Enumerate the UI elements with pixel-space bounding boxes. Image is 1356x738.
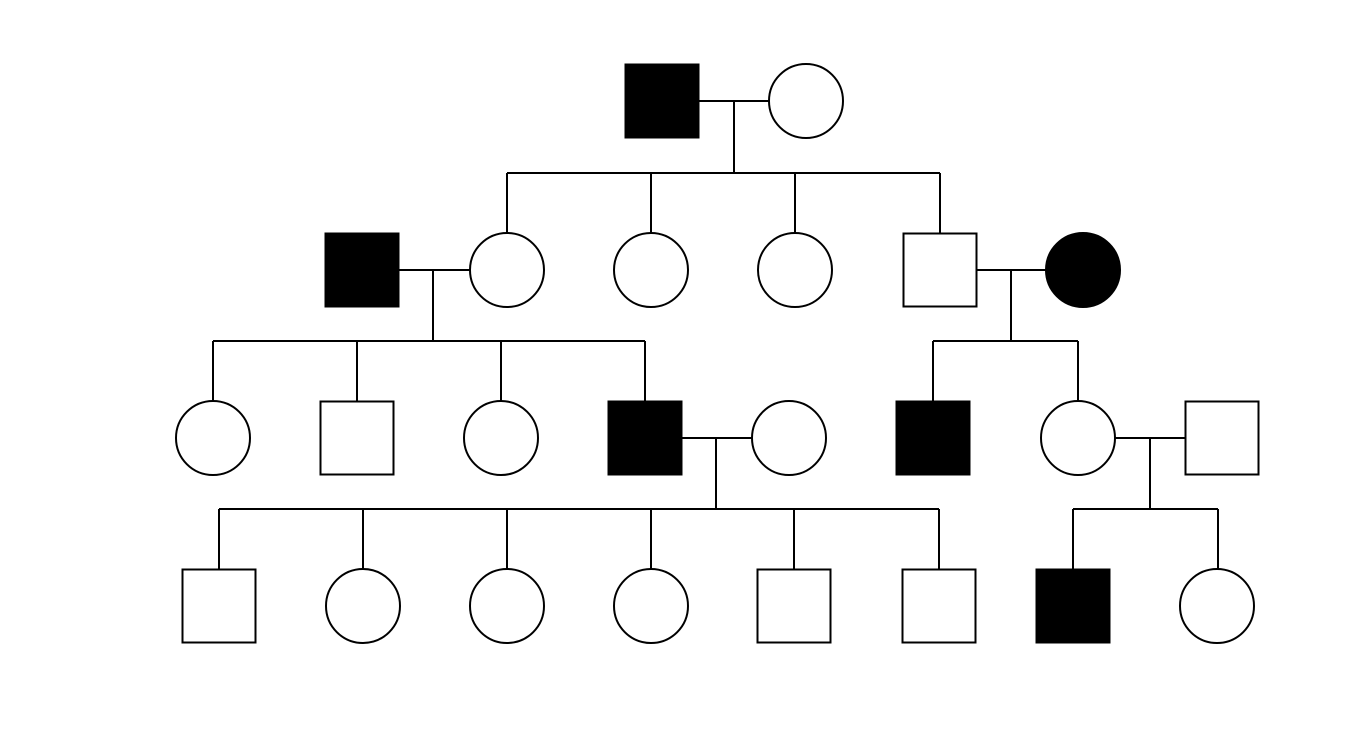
individual-IV-8-female-unaffected [1179,568,1255,644]
individual-IV-5-male-unaffected [756,568,832,644]
individual-III-6-male-affected [895,400,971,476]
individual-III-3-female-unaffected [463,400,539,476]
individual-II-5-male-unaffected [902,232,978,308]
individual-I-2-female-unaffected [768,63,844,139]
individual-IV-3-female-unaffected [469,568,545,644]
individual-I-1-male-affected [624,63,700,139]
individual-III-7-female-unaffected [1040,400,1116,476]
individual-IV-4-female-unaffected [613,568,689,644]
individual-III-1-female-unaffected [175,400,251,476]
individual-IV-2-female-unaffected [325,568,401,644]
individual-II-4-female-unaffected [757,232,833,308]
individual-II-2-female-unaffected [469,232,545,308]
individual-III-2-male-unaffected [319,400,395,476]
individual-IV-1-male-unaffected [181,568,257,644]
individual-II-1-male-affected [324,232,400,308]
individual-III-4-male-affected [607,400,683,476]
individual-III-8-male-unaffected [1184,400,1260,476]
individual-III-5-female-unaffected [751,400,827,476]
individual-IV-7-male-affected [1035,568,1111,644]
individual-II-3-female-unaffected [613,232,689,308]
individual-II-6-female-affected [1045,232,1121,308]
individual-IV-6-male-unaffected [901,568,977,644]
